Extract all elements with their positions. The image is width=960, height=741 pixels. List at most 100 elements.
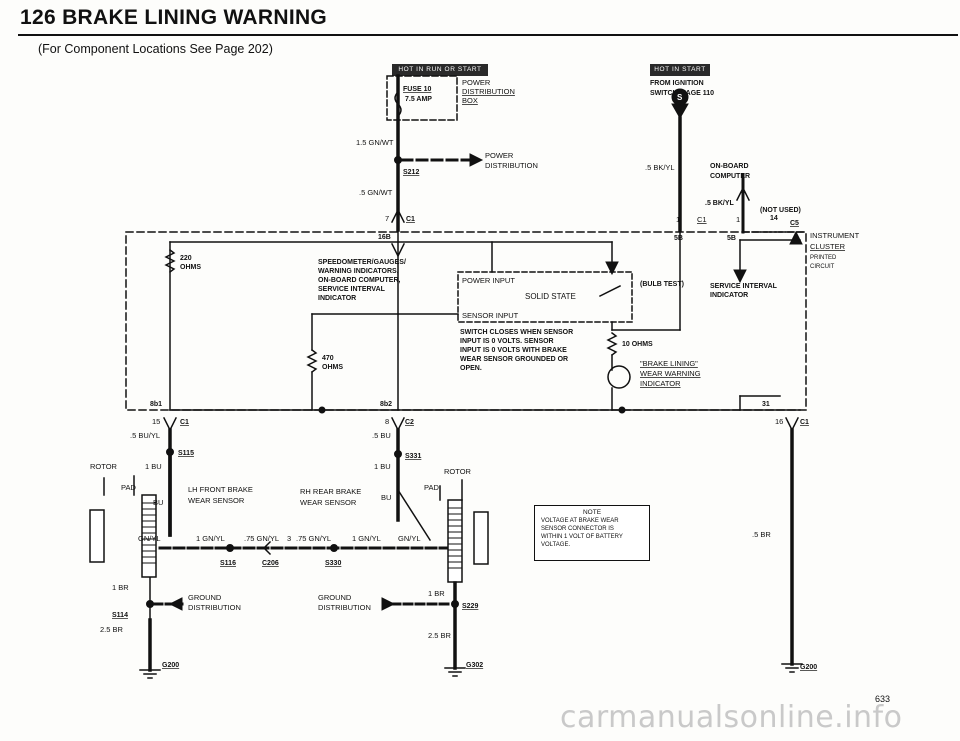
gn-yl-right: GN/YL	[398, 534, 421, 543]
g200-right-label: G200	[800, 664, 817, 671]
bulb-test-label: (BULB TEST)	[640, 281, 684, 288]
fuse-symbol	[394, 90, 402, 118]
connector-c1-bottom	[162, 416, 178, 432]
ground-dist-right-2: DISTRIBUTION	[318, 603, 371, 612]
not-used-label: (NOT USED)	[760, 207, 801, 214]
ground-dist-arrow-right	[381, 597, 396, 611]
lh-rotor-box	[89, 509, 105, 563]
ignition-s-pointer	[671, 103, 689, 120]
splice-s330: S330	[325, 560, 341, 567]
c2-label: C2	[405, 419, 414, 426]
ground-dist-right-1: GROUND	[318, 593, 352, 602]
connector-c2	[390, 416, 406, 432]
instrument-cluster-1: INSTRUMENT	[810, 231, 860, 240]
pin-16b: 16B	[378, 234, 391, 241]
switch-note-3: INPUT IS 0 VOLTS WITH BRAKE	[460, 347, 567, 354]
fuse-label: FUSE 10	[403, 86, 432, 93]
fuse-rating: 7.5 AMP	[405, 96, 432, 103]
r470-unit: OHMS	[322, 364, 343, 371]
connector-c206-label: C206	[262, 560, 279, 567]
power-dist-box-3: BOX	[462, 96, 478, 105]
splice-s212-dot	[394, 156, 402, 164]
connector-c1-right	[784, 416, 800, 432]
wire-075-b: .75 GN/YL	[296, 534, 331, 543]
instrument-cluster-box	[125, 231, 807, 411]
splice-s116-dot	[226, 544, 234, 552]
wire-075-a: .75 GN/YL	[244, 534, 279, 543]
wire-25br-left: 2.5 BR	[100, 625, 124, 634]
lh-pad-lines	[141, 502, 157, 564]
wire-25br-right: 2.5 BR	[428, 631, 452, 640]
rh-sensor-lead	[396, 488, 432, 542]
splice-s331-dot	[394, 450, 402, 458]
rh-pad-box	[447, 499, 463, 583]
c1-left-label: C1	[180, 419, 189, 426]
rotor-right-label: ROTOR	[444, 467, 472, 476]
power-dist-1: POWER	[485, 151, 514, 160]
wire-5-bk-yl-2: .5 BK/YL	[705, 200, 735, 207]
solid-state-switch	[598, 284, 622, 298]
pad-right-label: PAD	[424, 483, 439, 492]
wire-1br-right: 1 BR	[428, 589, 445, 598]
speedometer-2: WARNING INDICATORS,	[318, 268, 399, 275]
power-input-label: POWER INPUT	[462, 276, 515, 285]
pad-left-label: PAD	[121, 483, 136, 492]
solid-state-label: SOLID STATE	[525, 292, 576, 301]
hot-in-start-badge: HOT IN START	[650, 64, 710, 76]
junction-dot-right	[618, 406, 626, 414]
wire-5bu: .5 BU	[372, 431, 391, 440]
lh-sensor-2: WEAR SENSOR	[188, 496, 245, 505]
wire-1bu-right: 1 BU	[374, 462, 391, 471]
power-dist-arrow	[469, 153, 484, 167]
c5-arrow	[789, 230, 803, 245]
power-dist-box-1: POWER	[462, 78, 491, 87]
wire-1gnyl-a: 1 GN/YL	[196, 534, 225, 543]
wire-5-bk-yl: .5 BK/YL	[645, 163, 675, 172]
c1-top-label: C1	[406, 216, 415, 223]
connector-c206	[262, 540, 272, 556]
ground-dist-left-2: DISTRIBUTION	[188, 603, 241, 612]
wire-1br-left: 1 BR	[112, 583, 129, 592]
printed-circuit-2: CIRCUIT	[810, 264, 835, 270]
r220-value: 220	[180, 255, 192, 262]
indicator-lamp	[607, 365, 631, 389]
wire-5br: .5 BR	[752, 530, 771, 539]
note-line: SENSOR CONNECTOR IS	[541, 526, 614, 532]
printed-circuit-1: PRINTED	[810, 255, 837, 261]
speedometer-1: SPEEDOMETER/GAUGES/	[318, 259, 406, 266]
c1-label-right: C1	[697, 215, 707, 224]
speedometer-3: ON-BOARD COMPUTER,	[318, 277, 400, 284]
splice-s116: S116	[220, 560, 236, 567]
pin-16: 16	[775, 417, 783, 426]
pin-1a: 1	[676, 215, 680, 224]
from-ignition-2: SWITCH, PAGE 110	[650, 90, 714, 97]
note-box: NOTE VOLTAGE AT BRAKE WEAR SENSOR CONNEC…	[534, 505, 650, 561]
rh-sensor-1: RH REAR BRAKE	[300, 487, 361, 496]
splice-s212: S212	[403, 169, 419, 176]
service-arrow	[733, 269, 747, 284]
pin-14: 14	[770, 215, 778, 222]
power-dist-box-2: DISTRIBUTION	[462, 87, 515, 96]
wire-1gnyl-b: 1 GN/YL	[352, 534, 381, 543]
pin-15: 15	[152, 417, 160, 426]
page-subtitle: (For Component Locations See Page 202)	[38, 42, 273, 56]
c1-pin-7: 7	[385, 214, 389, 223]
speedometer-4: SERVICE INTERVAL	[318, 286, 386, 293]
onboard-computer-arrow	[735, 186, 751, 202]
indicator-1: "BRAKE LINING"	[640, 359, 698, 368]
page-number: 633	[875, 694, 891, 704]
rh-rotor-box	[473, 511, 489, 565]
splice-s229: S229	[462, 603, 478, 610]
note-title: NOTE	[582, 509, 602, 516]
splice-s115: S115	[178, 450, 194, 457]
resistor-220	[164, 248, 176, 274]
speedometer-5: INDICATOR	[318, 295, 356, 302]
service-interval-1: SERVICE INTERVAL	[710, 283, 778, 290]
pin-31: 31	[762, 401, 770, 408]
wire-1bu-left: 1 BU	[145, 462, 162, 471]
splice-s114-dot	[146, 600, 154, 608]
c5-label: C5	[790, 220, 799, 227]
note-line: WITHIN 1 VOLT OF BATTERY	[541, 534, 623, 540]
